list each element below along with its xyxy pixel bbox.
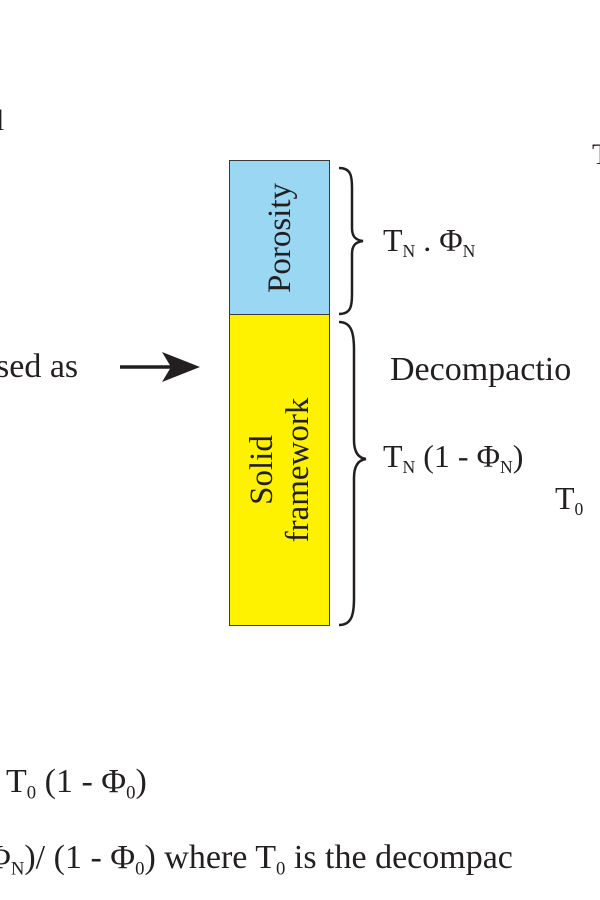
eq2-end: is the decompac	[285, 839, 513, 876]
decompaction-label: Decompactio	[390, 351, 572, 388]
formula-phi-sub: N	[499, 457, 513, 478]
eq2-phi: Φ	[110, 839, 136, 876]
eq1-close: )	[135, 763, 147, 800]
formula-t: T	[383, 438, 403, 474]
solid-framework-label: Solid framework	[244, 398, 316, 543]
formula-t-sub: N	[402, 457, 416, 478]
eq2-mid: )/ (1 -	[24, 839, 111, 876]
t0-sub: 0	[574, 499, 584, 520]
eq2-lead-sub: N	[10, 858, 25, 880]
used-as-label: sed as	[0, 348, 79, 385]
solid-label-line2: framework	[279, 397, 316, 543]
formula-close: )	[512, 438, 524, 474]
top-right-fragment: T	[592, 140, 600, 170]
eq2-tail: ) where T	[144, 839, 277, 876]
solid-label-line1: Solid	[243, 435, 280, 505]
formula-phi-sub: N	[462, 241, 476, 262]
formula-phi: Φ	[439, 222, 463, 258]
eq1-open: (1 -	[36, 763, 102, 800]
eq1-t: T	[6, 763, 27, 800]
porosity-formula: TN . ΦN	[383, 224, 475, 261]
right-arrow-icon	[120, 352, 200, 382]
formula-t: T	[383, 222, 403, 258]
solid-formula: TN (1 - ΦN)	[383, 440, 523, 477]
t0-t: T	[555, 480, 575, 516]
eq2-phi-sub: 0	[135, 858, 145, 880]
eq1-phi-sub: 0	[126, 782, 136, 804]
top-left-fragment: l	[0, 104, 5, 137]
curly-brace-icon	[338, 320, 367, 627]
t0-label: T0	[555, 482, 583, 519]
solid-framework-block: Solid framework	[229, 314, 330, 626]
eq2-lead: Φ	[0, 839, 11, 876]
equation-line-2: ΦN)/ (1 - Φ0) where T0 is the decompac	[0, 841, 513, 879]
formula-phi: Φ	[476, 438, 500, 474]
porosity-label: Porosity	[261, 182, 298, 293]
eq1-phi: Φ	[101, 763, 127, 800]
eq2-t-sub: 0	[276, 858, 286, 880]
formula-dot: .	[415, 222, 440, 258]
formula-t-sub: N	[402, 241, 416, 262]
curly-brace-icon	[338, 166, 364, 316]
equation-line-1: T0 (1 - Φ0)	[6, 765, 147, 803]
formula-open: (1 -	[415, 438, 477, 474]
eq1-t-sub: 0	[26, 782, 37, 804]
porosity-block: Porosity	[229, 160, 330, 315]
